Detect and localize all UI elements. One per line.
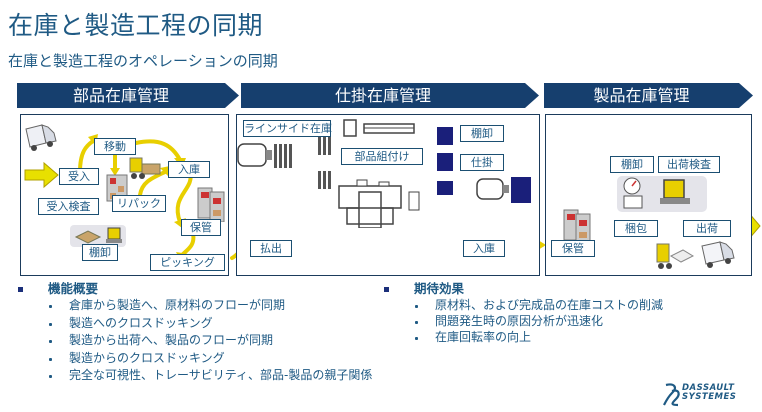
label-move: 移動 xyxy=(94,138,136,155)
list-item: 問題発生時の原因分析が迅速化 xyxy=(384,313,663,329)
list-item: 製造へのクロスドッキング xyxy=(18,315,372,333)
slide-title: 在庫と製造工程の同期 xyxy=(8,11,264,40)
parts-stack-icon xyxy=(318,137,331,189)
label-product-stocktake: 棚卸 xyxy=(610,156,654,173)
label-issue: 払出 xyxy=(250,240,292,257)
product-racks-icon xyxy=(563,209,591,244)
label-picking: ピッキング xyxy=(150,254,225,271)
phase-chevron-parts: 部品在庫管理 xyxy=(17,83,239,108)
flow-arrow-inbound-storage xyxy=(175,170,193,224)
dassault-logo-icon xyxy=(663,383,680,407)
label-assembly: 部品組付け xyxy=(341,148,423,165)
slide-subtitle: 在庫と製造工程のオペレーションの同期 xyxy=(8,52,278,70)
label-inbound: 入庫 xyxy=(168,161,210,178)
wip-stacks-icon xyxy=(437,127,453,195)
label-inspection: 受入検査 xyxy=(38,198,99,215)
flow-arrow-repack-inbound xyxy=(138,170,167,197)
scale-computer-icon xyxy=(623,177,690,209)
flow-arrow-storage-picking xyxy=(181,231,196,256)
list-item: 製造からのクロスドッキング xyxy=(18,350,372,368)
label-lineside: ラインサイド在庫 xyxy=(243,120,332,137)
label-stocktake: 棚卸 xyxy=(82,244,118,261)
label-repack: リパック xyxy=(112,195,166,212)
forklift-pallet-icon xyxy=(656,243,695,269)
inbound-arrow-icon xyxy=(24,161,59,189)
label-wip-stocktake: 棚卸 xyxy=(460,125,504,142)
conveyor-icon xyxy=(343,119,415,137)
chevron-shape xyxy=(17,83,239,108)
list-item: 完全な可視性、トレーサビリティ、部品-製品の親子関係 xyxy=(18,367,372,385)
phase-chevron-products: 製品在庫管理 xyxy=(544,83,753,108)
truck-icon xyxy=(25,124,57,151)
storage-racks-icon xyxy=(197,187,225,222)
features-heading: 機能概要 xyxy=(18,281,372,297)
phase-chevron-wip: 仕掛在庫管理 xyxy=(241,83,539,108)
list-item: 在庫回転率の向上 xyxy=(384,329,663,345)
label-ship-inspection: 出荷検査 xyxy=(658,156,720,173)
flow-arrow-receive-move xyxy=(78,139,95,174)
list-item: 製造から出荷へ、製品のフローが同期 xyxy=(18,332,372,350)
list-item: 原材料、および完成品の在庫コストの削減 xyxy=(384,297,663,313)
label-product-storage: 保管 xyxy=(551,240,595,257)
boxes-computer-icon xyxy=(74,227,122,244)
logo-text: DASSAULT SYSTEMES xyxy=(682,384,736,402)
label-packing: 梱包 xyxy=(614,220,658,237)
label-storage: 保管 xyxy=(181,219,221,236)
label-shipping: 出荷 xyxy=(683,220,731,237)
label-receive: 受入 xyxy=(59,168,99,185)
phase-label: 仕掛在庫管理 xyxy=(334,86,431,105)
forklift-icon xyxy=(129,157,161,179)
label-wip: 仕掛 xyxy=(460,154,504,171)
arrowhead xyxy=(538,240,546,250)
logo-line1: DASSAULT xyxy=(682,383,735,393)
machine-coil-blue-icon xyxy=(476,177,531,203)
list-item: 倉庫から製造へ、原材料のフローが同期 xyxy=(18,297,372,315)
assembly-station-icon xyxy=(338,179,420,228)
phase-label: 製品在庫管理 xyxy=(593,86,690,105)
benefits-list: 期待効果 原材料、および完成品の在庫コストの削減 問題発生時の原因分析が迅速化 … xyxy=(384,281,663,345)
delivery-truck-icon xyxy=(701,241,735,268)
arrowhead xyxy=(160,166,170,176)
chevron-shape xyxy=(241,83,539,108)
machine-coil-icon xyxy=(237,143,292,168)
benefits-heading: 期待効果 xyxy=(384,281,663,297)
phase-label: 部品在庫管理 xyxy=(72,86,169,105)
logo-line2: SYSTEMES xyxy=(682,392,737,402)
arrowhead xyxy=(110,168,120,176)
features-list: 機能概要 倉庫から製造へ、原材料のフローが同期 製造へのクロスドッキング 製造か… xyxy=(18,281,372,385)
label-wip-inbound: 入庫 xyxy=(463,240,505,257)
flow-arrow-move-inbound xyxy=(134,139,182,162)
chevron-shape xyxy=(544,83,753,108)
